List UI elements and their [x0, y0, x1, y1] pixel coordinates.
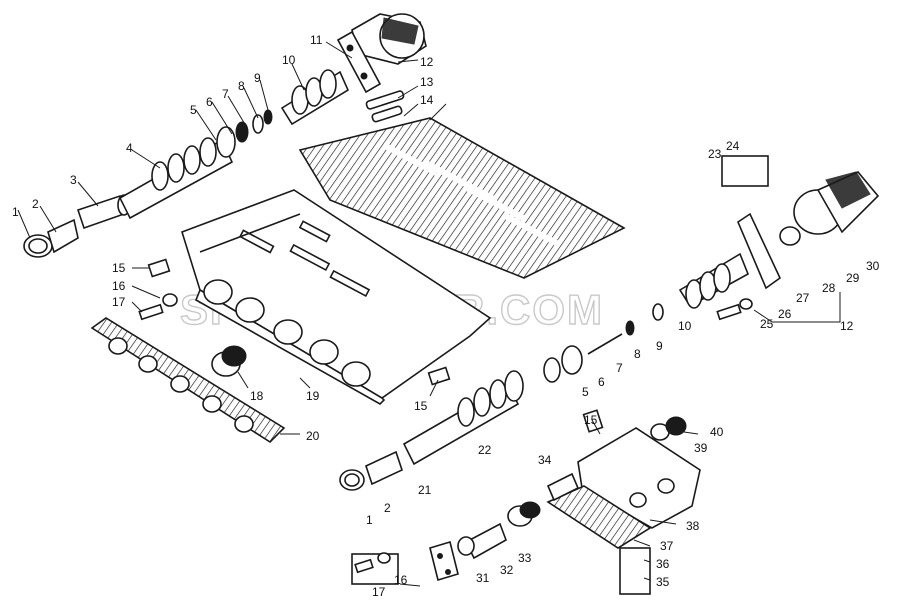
callout-1-right: 1 [366, 513, 373, 527]
callout-15-lower: 15 [414, 399, 428, 413]
callout-36: 36 [656, 557, 670, 571]
callout-17: 17 [112, 295, 126, 309]
callout-10: 10 [282, 53, 296, 67]
callout-21: 21 [418, 483, 432, 497]
callout-9-right: 9 [656, 339, 663, 353]
callout-18: 18 [250, 389, 264, 403]
callout-12: 12 [420, 55, 434, 69]
side-plate-gasket [90, 317, 286, 444]
callout-30: 30 [866, 259, 880, 273]
bolts-right [716, 298, 753, 321]
callout-7-right: 7 [616, 361, 623, 375]
callout-17-lower: 17 [372, 585, 386, 599]
callout-33: 33 [518, 551, 532, 565]
callout-1: 1 [12, 205, 19, 219]
callout-2: 2 [32, 197, 39, 211]
callout-8-right: 8 [634, 347, 641, 361]
callout-15: 15 [112, 261, 126, 275]
leader-lines [17, 41, 841, 587]
callout-22: 22 [478, 443, 492, 457]
bracket-23-24 [721, 155, 769, 187]
callout-19: 19 [306, 389, 320, 403]
callout-28: 28 [822, 281, 836, 295]
callout-40: 40 [710, 425, 724, 439]
callout-29: 29 [846, 271, 860, 285]
callout-9: 9 [254, 71, 261, 85]
callout-6-right: 6 [598, 375, 605, 389]
callout-16: 16 [112, 279, 126, 293]
callout-5-right: 5 [582, 385, 589, 399]
callout-37: 37 [660, 539, 674, 553]
callout-10-right: 10 [678, 319, 692, 333]
pins [365, 90, 405, 123]
callout-11: 11 [310, 33, 323, 47]
upper-solenoid [336, 13, 427, 94]
callout-34: 34 [538, 453, 552, 467]
callout-4: 4 [126, 141, 133, 155]
callout-23: 23 [708, 147, 722, 161]
callout-16-lower: 16 [394, 573, 408, 587]
callout-12-right: 12 [840, 319, 854, 333]
bolts-left [138, 258, 451, 386]
callout-15-aux: 15 [584, 413, 598, 427]
callout-8: 8 [238, 79, 245, 93]
bracket-35-36 [619, 547, 651, 595]
callout-14: 14 [420, 93, 434, 107]
callout-2-right: 2 [384, 501, 391, 515]
right-valve-spool [339, 252, 750, 491]
valve-body [181, 189, 492, 405]
callout-38: 38 [686, 519, 700, 533]
callout-31: 31 [476, 571, 490, 585]
callout-35: 35 [656, 575, 670, 589]
top-gasket-slots [382, 142, 558, 246]
callout-26: 26 [778, 307, 792, 321]
plug [211, 345, 247, 377]
callout-32: 32 [500, 563, 514, 577]
callout-6: 6 [206, 95, 213, 109]
callout-7: 7 [222, 87, 229, 101]
callout-5: 5 [190, 103, 197, 117]
callout-39: 39 [694, 441, 708, 455]
callout-20: 20 [306, 429, 320, 443]
upper-valve-spool [23, 69, 350, 258]
callout-25: 25 [760, 317, 774, 331]
callout-13: 13 [420, 75, 434, 89]
callout-27: 27 [796, 291, 810, 305]
callout-24: 24 [726, 139, 740, 153]
callouts: 1 2 3 4 5 6 7 8 9 10 11 12 13 14 15 16 1… [12, 33, 880, 599]
callout-3: 3 [70, 173, 77, 187]
